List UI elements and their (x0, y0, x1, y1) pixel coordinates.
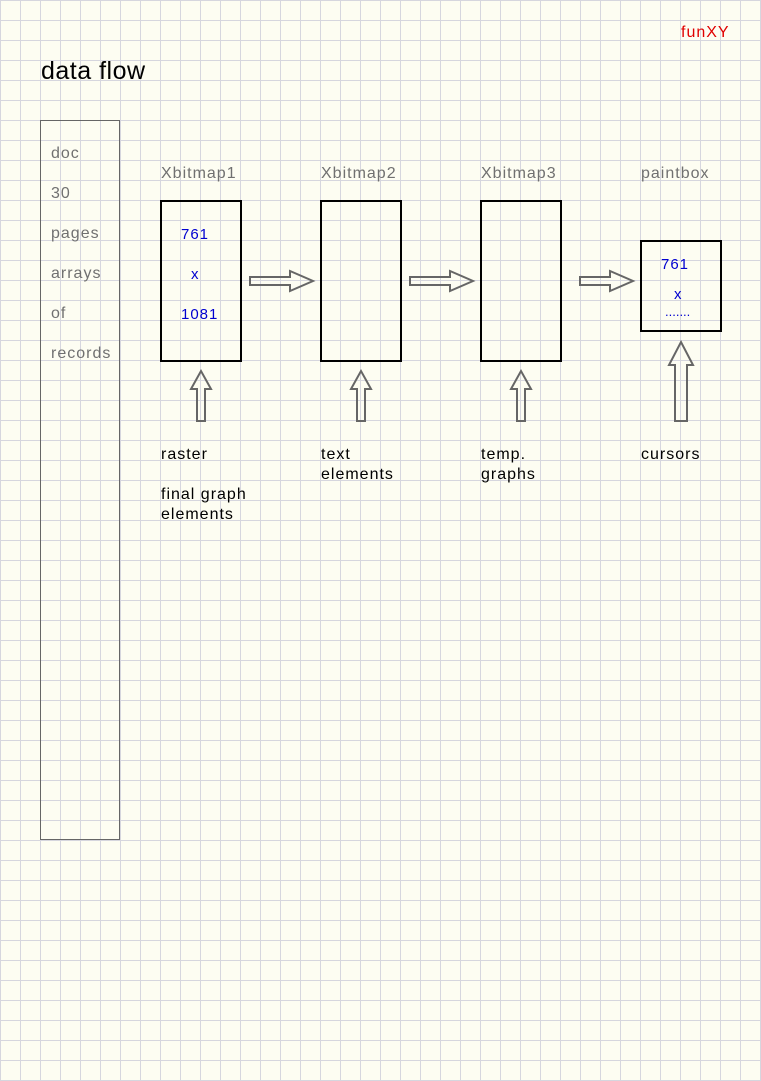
paintbox-width: 761 (661, 256, 690, 273)
paintbox-height: ....... (665, 304, 691, 319)
xbitmap1-box (160, 200, 242, 362)
source-temp-graphs: temp. graphs (481, 446, 536, 483)
stage-title-xbitmap1: Xbitmap1 (161, 165, 237, 182)
doc-line: of (51, 305, 67, 322)
stage-title-paintbox: paintbox (641, 165, 710, 182)
up-arrow-icon (509, 368, 533, 422)
xbitmap1-height: 1081 (181, 306, 219, 323)
xbitmap2-box (320, 200, 402, 362)
doc-line: arrays (51, 265, 102, 282)
brand-logo: funXY (681, 24, 730, 41)
source-cursors: cursors (641, 446, 701, 463)
right-arrow-icon (579, 269, 636, 293)
page-title: data flow (41, 57, 146, 85)
doc-line: records (51, 345, 112, 362)
up-arrow-icon (667, 339, 695, 422)
source-final-graph-elements: final graph elements (161, 486, 247, 523)
xbitmap1-x: x (191, 266, 200, 283)
up-arrow-icon (189, 368, 213, 422)
right-arrow-icon (249, 269, 316, 293)
doc-line: doc (51, 145, 80, 162)
xbitmap1-width: 761 (181, 226, 210, 243)
stage-title-xbitmap2: Xbitmap2 (321, 165, 397, 182)
doc-line: 30 (51, 185, 71, 202)
source-text-elements: text elements (321, 446, 394, 483)
doc-box (40, 120, 120, 840)
paintbox-box (640, 240, 722, 332)
xbitmap3-box (480, 200, 562, 362)
right-arrow-icon (409, 269, 476, 293)
doc-line: pages (51, 225, 100, 242)
stage-title-xbitmap3: Xbitmap3 (481, 165, 557, 182)
paintbox-x: x (674, 286, 683, 303)
up-arrow-icon (349, 368, 373, 422)
source-raster: raster (161, 446, 208, 463)
